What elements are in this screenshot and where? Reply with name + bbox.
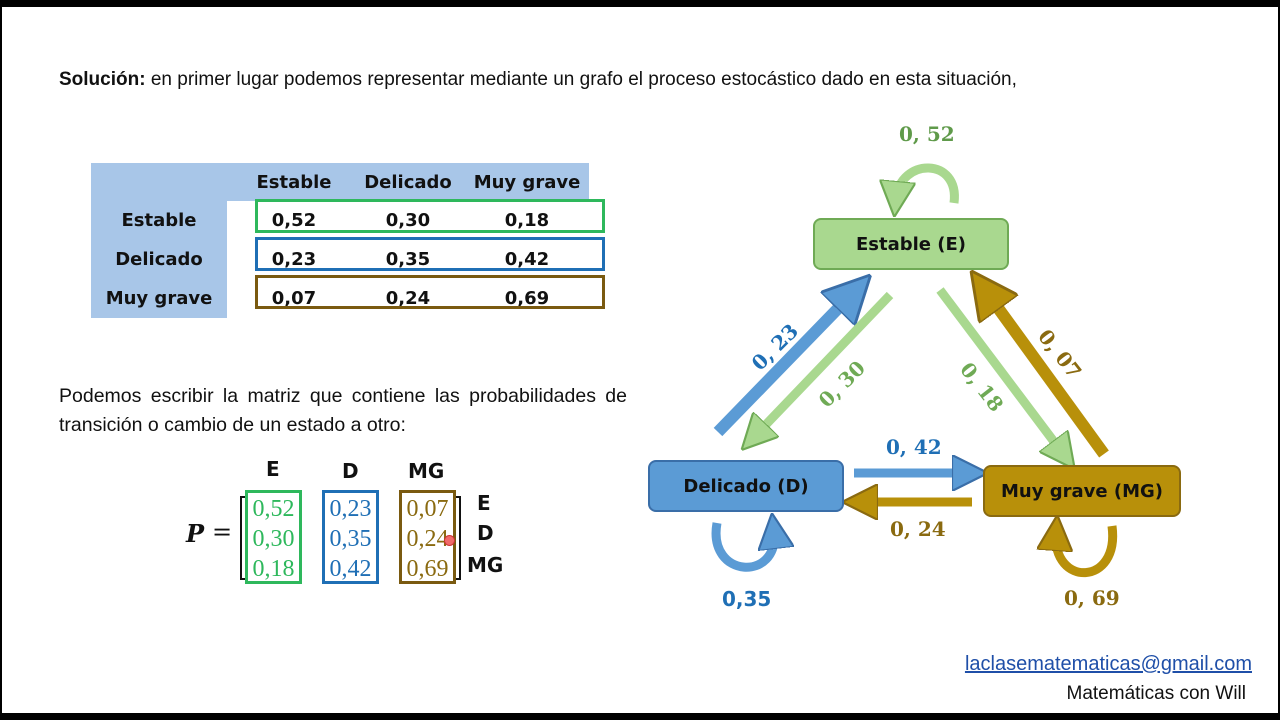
matrix-entry: 0,52 — [252, 496, 295, 522]
matrix-variable: P — [186, 519, 205, 548]
node-muy-grave: Muy grave (MG) — [983, 465, 1181, 517]
edge-label-mg-to-d: 0, 24 — [890, 517, 946, 541]
edge-e-to-mg-arrow — [936, 287, 1064, 455]
transition-table: Estable Delicado Muy grave Estable 0,52 … — [91, 163, 589, 318]
row-label: Estable — [91, 201, 227, 240]
edge-label-d-loop: 0,35 — [722, 587, 772, 611]
table-header: Estable — [237, 163, 351, 201]
table-cell: 0,42 — [504, 249, 550, 270]
table-row: Muy grave 0,07 0,24 0,69 — [91, 279, 589, 318]
table-corner — [91, 163, 227, 201]
edge-e-to-d-arrow — [754, 291, 894, 437]
edge-label-d-to-mg: 0, 42 — [886, 435, 942, 459]
slide: Solución: en primer lugar podemos repres… — [2, 7, 1278, 713]
table-row: Delicado 0,23 0,35 0,42 — [91, 240, 589, 279]
edge-e-loop-arrow — [896, 163, 959, 203]
row-label: Delicado — [91, 240, 227, 279]
row-highlight-muy-grave — [255, 275, 605, 309]
table-header: Delicado — [351, 163, 465, 201]
intro-line: Solución: en primer lugar podemos repres… — [59, 69, 1017, 91]
matrix-row-label: E — [477, 491, 491, 515]
edge-mg-loop-arrow — [1056, 526, 1118, 578]
table-cell: 0,24 — [385, 288, 431, 309]
solution-label: Solución: — [59, 69, 146, 90]
matrix-row-label: MG — [467, 553, 504, 577]
credit-text: Matemáticas con Will — [1066, 683, 1247, 704]
row-highlight-delicado — [255, 237, 605, 271]
matrix-col-label: D — [342, 459, 359, 483]
edge-label-mg-loop: 0, 69 — [1064, 586, 1120, 610]
matrix-row-label: D — [477, 521, 494, 545]
table-cell: 0,23 — [271, 249, 317, 270]
matrix-col-label: E — [266, 457, 280, 481]
table-cell: 0,35 — [385, 249, 431, 270]
matrix-entry: 0,23 — [329, 496, 372, 522]
node-estable: Estable (E) — [813, 218, 1009, 270]
matrix-entry: 0,18 — [252, 556, 295, 582]
table-cell: 0,18 — [504, 210, 550, 231]
email-link[interactable]: laclasematematicas@gmail.com — [964, 653, 1252, 675]
matrix-right-bracket — [455, 496, 461, 580]
table-cell: 0,30 — [385, 210, 431, 231]
node-delicado: Delicado (D) — [648, 460, 844, 512]
edge-label-e-loop: 0, 52 — [899, 122, 955, 146]
matrix-column-muy-grave: 0,07 0,24 0,69 — [399, 490, 456, 584]
pointer-cursor — [444, 535, 455, 546]
table-cell: 0,52 — [271, 210, 317, 231]
table-row: Estable 0,52 0,30 0,18 — [91, 201, 589, 240]
equals-sign: = — [212, 518, 233, 546]
matrix-entry: 0,69 — [406, 556, 449, 582]
edge-d-loop-arrow — [711, 523, 774, 572]
intro-text: en primer lugar podemos representar medi… — [145, 69, 1017, 90]
table-cell: 0,07 — [271, 288, 317, 309]
matrix-column-estable: 0,52 0,30 0,18 — [245, 490, 302, 584]
edge-d-to-e-arrow — [713, 292, 854, 437]
matrix-entry: 0,42 — [329, 556, 372, 582]
matrix-column-delicado: 0,23 0,35 0,42 — [322, 490, 379, 584]
matrix-entry: 0,07 — [406, 496, 449, 522]
matrix-entry: 0,30 — [252, 526, 295, 552]
row-highlight-estable — [255, 199, 605, 233]
table-header: Muy grave — [465, 163, 589, 201]
matrix-left-bracket — [240, 496, 246, 580]
edge-mg-to-e-arrow — [985, 290, 1109, 458]
state-graph-arrows — [711, 163, 1118, 578]
matrix-entry: 0,24 — [406, 526, 449, 552]
explanation-paragraph: Podemos escribir la matriz que contiene … — [59, 385, 627, 436]
matrix-entry: 0,35 — [329, 526, 372, 552]
row-label: Muy grave — [91, 279, 227, 318]
table-cell: 0,69 — [504, 288, 550, 309]
matrix-col-label: MG — [408, 459, 445, 483]
